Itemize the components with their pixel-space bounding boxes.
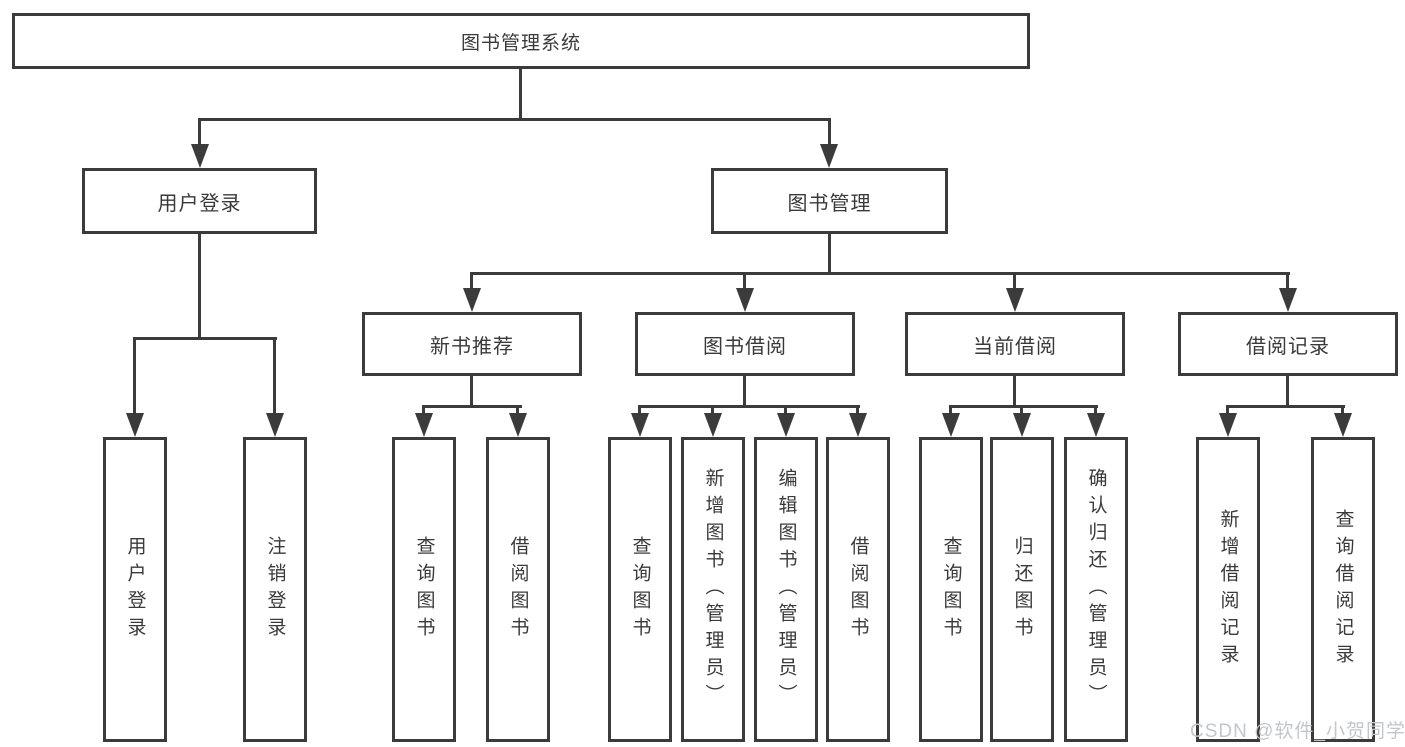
connector-root-stem [519,68,522,120]
leaf-recommend-query-books-label: 查询图书 [413,535,435,644]
arrow-down-borrow-query [631,413,649,437]
connector-user-login-bar [133,337,277,340]
connector-records-stem [1286,376,1289,407]
connector-user-login-arm-2 [273,337,276,415]
leaf-records-query-record-label: 查询借阅记录 [1332,508,1354,671]
connector-recommend-arm-1 [422,405,425,417]
arrow-down-current-return [1013,413,1031,437]
leaf-current-confirm-return-admin: 确认归还（管理员） [1064,437,1128,742]
connector-current-arm-2 [1020,405,1023,417]
connector-borrow-stem [743,376,746,407]
connector-records-bar [1226,405,1345,408]
node-library-system-label: 图书管理系统 [460,32,581,54]
arrow-down-book-borrow [736,288,754,312]
leaf-current-query-books: 查询图书 [919,437,983,742]
leaf-recommend-borrow-books: 借阅图书 [486,437,550,742]
arrow-down-new-book-recommend [463,288,481,312]
connector-current-arm-3 [1094,405,1097,417]
node-new-book-recommend: 新书推荐 [362,312,582,376]
arrow-down-current-confirm [1087,413,1105,437]
leaf-borrow-query-books: 查询图书 [608,437,672,742]
node-current-borrow-label: 当前借阅 [973,335,1057,358]
node-book-borrow-label: 图书借阅 [703,335,787,358]
connector-level2-arm-1 [470,272,473,292]
leaf-user-login: 用户登录 [103,437,167,742]
leaf-current-confirm-return-admin-label: 确认归还（管理员） [1085,468,1107,711]
leaf-logout: 注销登录 [243,437,307,742]
arrow-down-user-login [191,144,209,168]
node-user-login-branch-label: 用户登录 [157,192,242,215]
arrow-down-borrow-lend [849,413,867,437]
connector-recommend-stem [470,376,473,407]
connector-level1-arm-left [198,118,201,148]
connector-current-arm-1 [949,405,952,417]
connector-records-arm-1 [1226,405,1229,417]
connector-level2-bar [470,272,1290,275]
leaf-current-query-books-label: 查询图书 [940,535,962,644]
node-borrow-records-label: 借阅记录 [1246,335,1330,358]
arrow-down-book-management [820,144,838,168]
connector-borrow-arm-4 [856,405,859,417]
arrow-down-records-query [1334,413,1352,437]
leaf-current-return-books-label: 归还图书 [1011,535,1033,644]
connector-current-stem [1013,376,1016,407]
leaf-logout-label: 注销登录 [264,535,286,644]
leaf-recommend-query-books: 查询图书 [392,437,456,742]
connector-book-mgmt-stem [828,234,831,275]
connector-recommend-arm-2 [516,405,519,417]
arrow-down-borrow-records [1279,288,1297,312]
connector-user-login-arm-1 [133,337,136,415]
arrow-down-recommend-query [415,413,433,437]
node-borrow-records: 借阅记录 [1178,312,1398,376]
connector-user-login-stem [198,234,201,339]
csdn-watermark: CSDN @软件_小贺同学 [1190,721,1405,742]
leaf-borrow-lend-books: 借阅图书 [826,437,890,742]
node-current-borrow: 当前借阅 [905,312,1125,376]
leaf-user-login-label: 用户登录 [124,535,146,644]
arrow-down-leaf-user-login [126,413,144,437]
node-new-book-recommend-label: 新书推荐 [430,335,514,358]
connector-records-arm-2 [1341,405,1344,417]
connector-borrow-arm-2 [711,405,714,417]
leaf-borrow-add-books-admin: 新增图书（管理员） [681,437,745,742]
arrow-down-recommend-borrow [509,413,527,437]
arrow-down-current-borrow [1006,288,1024,312]
connector-level1-bar [198,118,831,121]
node-book-borrow: 图书借阅 [635,312,855,376]
node-library-system: 图书管理系统 [12,13,1030,69]
leaf-records-add-record-label: 新增借阅记录 [1217,508,1239,671]
arrow-down-leaf-logout [266,413,284,437]
leaf-recommend-borrow-books-label: 借阅图书 [507,535,529,644]
connector-borrow-arm-1 [638,405,641,417]
leaf-records-query-record: 查询借阅记录 [1311,437,1375,742]
arrow-down-borrow-edit [777,413,795,437]
arrow-down-current-query [942,413,960,437]
leaf-current-return-books: 归还图书 [990,437,1054,742]
connector-recommend-bar [422,405,522,408]
connector-borrow-bar [638,405,860,408]
leaf-borrow-query-books-label: 查询图书 [629,535,651,644]
node-user-login-branch: 用户登录 [82,168,317,234]
connector-level1-arm-right [828,118,831,148]
leaf-borrow-add-books-admin-label: 新增图书（管理员） [702,468,724,711]
connector-current-bar [949,405,1098,408]
leaf-borrow-edit-books-admin: 编辑图书（管理员） [754,437,818,742]
connector-level2-arm-4 [1286,272,1289,292]
arrow-down-records-add [1219,413,1237,437]
leaf-records-add-record: 新增借阅记录 [1196,437,1260,742]
connector-borrow-arm-3 [784,405,787,417]
arrow-down-borrow-add [704,413,722,437]
node-book-management-label: 图书管理 [787,192,872,215]
leaf-borrow-edit-books-admin-label: 编辑图书（管理员） [775,468,797,711]
connector-level2-arm-2 [743,272,746,292]
connector-level2-arm-3 [1013,272,1016,292]
node-book-management: 图书管理 [711,168,948,234]
leaf-borrow-lend-books-label: 借阅图书 [847,535,869,644]
